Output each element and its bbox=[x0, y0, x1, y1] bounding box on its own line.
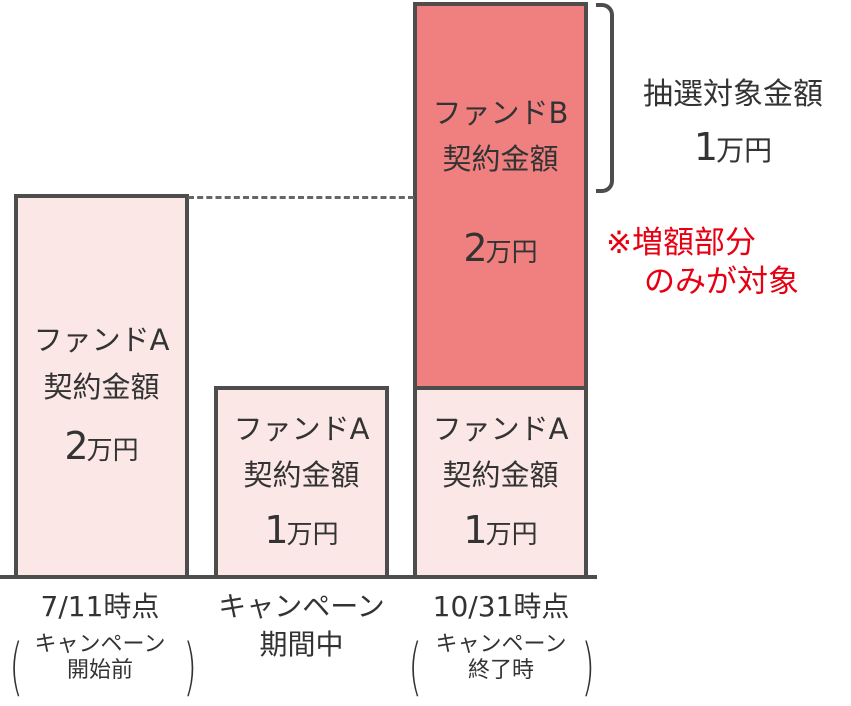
bar-amount: 2万円 bbox=[18, 424, 185, 470]
xlabel-end: 10/31時点 キャンペーン 終了時 bbox=[400, 590, 602, 684]
bar-label-fund: ファンドA bbox=[33, 323, 170, 357]
increase-note: ※増額部分 のみが対象 bbox=[606, 224, 851, 302]
amount-unit: 万円 bbox=[485, 238, 538, 268]
xlabel-during-line2: 期間中 bbox=[259, 627, 344, 661]
bar-label-contract: 契約金額 bbox=[442, 142, 559, 176]
increase-note-line1: ※増額部分 bbox=[606, 225, 756, 261]
bar-label-contract: 契約金額 bbox=[243, 458, 360, 492]
bar-label-fund: ファンドA bbox=[233, 412, 370, 446]
target-bracket bbox=[596, 3, 614, 193]
bar-amount: 1万円 bbox=[417, 508, 584, 554]
paren-left-end: ( bbox=[408, 630, 422, 703]
bar-label-contract: 契約金額 bbox=[43, 370, 160, 404]
amount-number: 1 bbox=[463, 508, 487, 552]
xlabel-end-sub1: キャンペーン bbox=[435, 631, 567, 657]
bar-fund-a-during: ファンドA 契約金額 1万円 bbox=[214, 386, 389, 579]
amount-unit: 万円 bbox=[485, 520, 538, 550]
amount-number: 2 bbox=[64, 424, 88, 468]
bar-amount: 2万円 bbox=[417, 226, 584, 272]
xlabel-end-sub2: 終了時 bbox=[467, 657, 534, 683]
amount-unit: 万円 bbox=[716, 133, 773, 167]
paren-right-end: ) bbox=[581, 630, 595, 703]
amount-unit: 万円 bbox=[86, 436, 139, 466]
bar-fund-a-before: ファンドA 契約金額 2万円 bbox=[14, 194, 189, 579]
bar-label-contract: 契約金額 bbox=[442, 458, 559, 492]
bar-amount: 1万円 bbox=[218, 508, 385, 554]
increase-note-line2: のみが対象 bbox=[644, 263, 799, 300]
bar-fund-b-end: ファンドB 契約金額 2万円 bbox=[413, 2, 588, 390]
reference-dashed-line bbox=[188, 196, 414, 199]
baseline bbox=[0, 575, 597, 579]
amount-number: 1 bbox=[693, 124, 718, 169]
bar-fund-a-end: ファンドA 契約金額 1万円 bbox=[413, 386, 588, 579]
xlabel-end-date: 10/31時点 bbox=[432, 590, 570, 623]
xlabel-before-date: 7/11時点 bbox=[40, 590, 160, 623]
xlabel-before: 7/11時点 キャンペーン 開始前 bbox=[0, 590, 200, 684]
paren-left-before: ( bbox=[9, 630, 23, 703]
amount-number: 2 bbox=[463, 226, 487, 270]
lottery-target-label: 抽選対象金額 1万円 bbox=[618, 76, 848, 171]
paren-right-before: ) bbox=[183, 630, 197, 703]
xlabel-during-line1: キャンペーン bbox=[218, 590, 385, 623]
lottery-target-amount: 1万円 bbox=[618, 124, 848, 172]
amount-unit: 万円 bbox=[286, 520, 339, 550]
bar-label-fund: ファンドB bbox=[432, 96, 569, 130]
xlabel-before-sub2: 開始前 bbox=[66, 657, 133, 683]
xlabel-before-sub1: キャンペーン bbox=[34, 631, 166, 657]
xlabel-during: キャンペーン 期間中 bbox=[200, 590, 403, 661]
amount-number: 1 bbox=[264, 508, 288, 552]
bar-label-fund: ファンドA bbox=[432, 412, 569, 446]
lottery-target-title: 抽選対象金額 bbox=[643, 77, 823, 112]
